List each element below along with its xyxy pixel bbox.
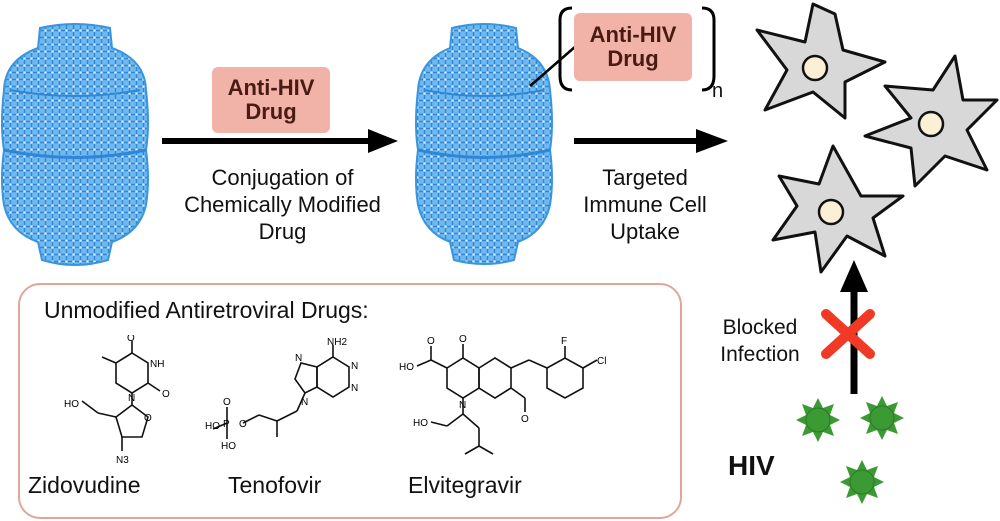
tfv-atom-n2: N (351, 383, 358, 394)
bracket-drug-line1: Anti-HIV (589, 22, 677, 47)
conjugate-link-line (529, 45, 577, 87)
elvitegravir-structure: HO O O F Cl N HO O (399, 334, 606, 455)
drug-name-elvitegravir: Elvitegravir (408, 472, 522, 498)
immune-cell-2 (863, 54, 999, 188)
evg-atom-o2: O (459, 334, 467, 345)
blocked-caption: Blocked Infection (720, 316, 800, 366)
drug-name-zidovudine: Zidovudine (28, 472, 141, 498)
zdv-atom-o1: O (127, 335, 135, 344)
bracket-subscript: n (712, 80, 724, 102)
zdv-atom-nh: NH (150, 359, 164, 370)
block-x-icon (821, 309, 875, 359)
unmodified-drugs-panel (18, 283, 682, 519)
uptake-arrow (574, 129, 728, 153)
evg-atom-n: N (459, 400, 466, 411)
bracket-drug-line2: Drug (607, 46, 659, 71)
zdv-atom-ho: HO (64, 399, 79, 410)
evg-atom-o3: O (521, 414, 529, 425)
conjugation-caption: Conjugation of Chemically Modified Drug (184, 165, 381, 244)
evg-atom-f: F (561, 336, 567, 347)
tfv-atom-ho2: HO (221, 441, 236, 452)
tenofovir-structure: NH2 N N N N HO P HO O O (205, 337, 358, 452)
capsid-conjugated (415, 23, 553, 265)
capsid-unmodified (1, 23, 149, 266)
hiv-virus-1 (795, 397, 841, 443)
drug-label-line2: Drug (245, 99, 297, 124)
uptake-caption: Targeted Immune Cell Uptake (583, 165, 707, 244)
tfv-atom-p: P (223, 419, 230, 430)
evg-atom-ho1: HO (399, 362, 414, 373)
hiv-virus-2 (859, 395, 905, 441)
zidovudine-structure: O NH N O HO O N3 (64, 335, 170, 466)
hiv-label: HIV (728, 450, 775, 481)
tfv-atom-n4: N (301, 397, 308, 408)
immune-cell-3 (771, 144, 905, 274)
immune-cell-1 (755, 2, 887, 120)
tfv-atom-n3: N (295, 353, 302, 364)
zdv-atom-o2: O (162, 389, 170, 400)
drug-label-line1: Anti-HIV (227, 75, 315, 100)
hiv-particles (795, 395, 905, 505)
zdv-atom-o3: O (144, 413, 152, 424)
evg-atom-o1: O (427, 336, 435, 347)
conjugation-arrow (162, 129, 398, 153)
tfv-atom-n1: N (351, 361, 358, 372)
zdv-atom-n: N (128, 393, 135, 404)
tfv-atom-o2: O (239, 419, 247, 430)
immune-cells (755, 2, 999, 274)
panel-title: Unmodified Antiretroviral Drugs: (44, 297, 369, 323)
bracket-drug-box: Anti-HIV Drug (574, 13, 692, 81)
hiv-virus-3 (839, 459, 885, 505)
tfv-atom-o1: O (223, 397, 231, 408)
evg-atom-cl: Cl (597, 356, 606, 367)
tfv-atom-ho1: HO (205, 421, 220, 432)
evg-atom-ho2: HO (413, 418, 428, 429)
anti-hiv-drug-box: Anti-HIV Drug (212, 67, 330, 133)
zdv-atom-n3: N3 (116, 455, 129, 466)
bracket (558, 6, 716, 92)
tfv-atom-nh2: NH2 (327, 337, 347, 348)
drug-name-tenofovir: Tenofovir (228, 472, 322, 498)
